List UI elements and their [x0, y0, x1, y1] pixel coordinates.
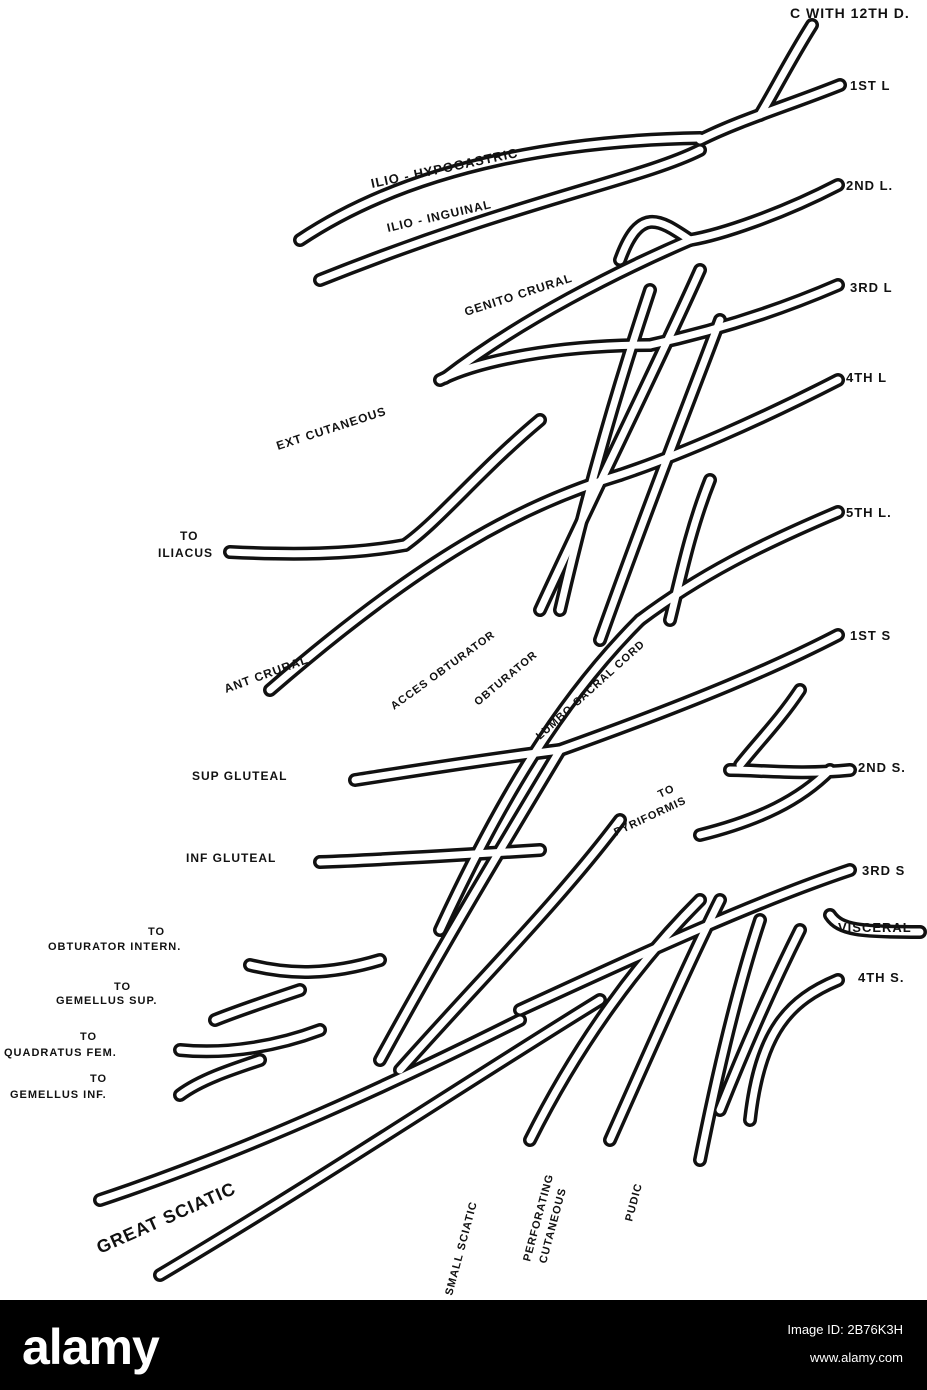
- nerve-obturator-b-inner: [666, 476, 714, 624]
- label-inf-gluteal: INF GLUTEAL: [186, 851, 276, 865]
- label-to-quadratus-1: TO: [80, 1031, 97, 1043]
- nerve-s4-inner: [746, 976, 842, 1124]
- nerve-s1-inner: [556, 631, 842, 754]
- label-ilio-hypogastric: ILIO - HYPOGASTRIC: [370, 145, 520, 191]
- nerve-s2-inner: [726, 766, 854, 776]
- nerve-inf-gluteal-inner: [316, 846, 544, 866]
- nerve-visceral-inner: [826, 911, 924, 936]
- nerve-trunk-b-inner: [396, 816, 624, 1074]
- nerve-pudic-inner: [696, 916, 764, 1164]
- nerve-l4-inner: [616, 376, 842, 479]
- nerve-great-sciatic-a-inner: [96, 1016, 524, 1204]
- nerve-trunk-a-inner: [376, 746, 564, 1064]
- watermark-footer: alamy Image ID: 2B76K3H www.alamy.com: [0, 1300, 927, 1390]
- nerve-c-12th-d-inner: [756, 21, 816, 119]
- nerve-pyriformis-inner: [696, 766, 834, 839]
- label-to-gemellus-inf-2: GEMELLUS INF.: [10, 1089, 107, 1101]
- watermark-image-id: Image ID: 2B76K3H: [787, 1322, 903, 1337]
- label-to-gemellus-inf-1: TO: [90, 1073, 107, 1085]
- label-c-with-12th-d: C WITH 12TH D.: [790, 5, 910, 21]
- nerve-s1-branch-inner: [736, 686, 804, 769]
- label-to-gemellus-sup-2: GEMELLUS SUP.: [56, 995, 157, 1007]
- watermark-logo: alamy: [22, 1319, 160, 1375]
- label-4th-l: 4TH L: [846, 370, 887, 385]
- nerve-great-sciatic-b-inner: [156, 996, 604, 1279]
- nerve-ilio-hypogastric-inner: [296, 134, 704, 244]
- label-to-gemellus-sup-1: TO: [114, 981, 131, 993]
- nerve-to-quadratus-inner: [176, 1026, 324, 1055]
- nerve-l1-inner: [696, 81, 844, 144]
- label-1st-s: 1ST S: [850, 628, 891, 643]
- label-to-iliacus-1: TO: [180, 529, 198, 543]
- label-pudic: PUDIC: [623, 1182, 645, 1223]
- nerve-l3-inner: [646, 281, 842, 349]
- nerve-small-sciatic-inner: [526, 896, 704, 1144]
- watermark-url: www.alamy.com: [810, 1350, 903, 1365]
- nerve-plexus-diagram: C WITH 12TH D. 1ST L 2ND L. 3RD L 4TH L …: [4, 5, 927, 1297]
- nerve-genito-crural-inner: [441, 236, 694, 382]
- label-obturator: OBTURATOR: [472, 649, 540, 709]
- label-to-obturator-2: OBTURATOR INTERN.: [48, 941, 181, 953]
- label-to-pyriformis-1: TO: [656, 783, 677, 801]
- label-small-sciatic: SMALL SCIATIC: [443, 1200, 480, 1297]
- nerve-pyriformis: [693, 763, 837, 842]
- nerve-l2-inner: [686, 181, 842, 244]
- label-2nd-s: 2ND S.: [858, 760, 906, 775]
- nerve-great-sciatic-a: [93, 1013, 527, 1207]
- nerve-ant-crural-inner: [266, 471, 624, 694]
- label-2nd-l: 2ND L.: [846, 178, 893, 193]
- nerve-ilio-inguinal-inner: [316, 146, 704, 284]
- nerve-acces-obturator-a-inner: [536, 266, 704, 614]
- nerve-l2-join-inner: [616, 218, 694, 264]
- nerve-perforating-inner: [606, 896, 724, 1144]
- nerve-ext-cutaneous-inner: [436, 341, 654, 384]
- label-sup-gluteal: SUP GLUTEAL: [192, 769, 287, 783]
- nerve-sup-gluteal-inner: [351, 746, 564, 784]
- nerve-obturator-a-inner: [596, 316, 724, 644]
- label-3rd-s: 3RD S: [862, 863, 905, 878]
- label-visceral: VISCERAL: [838, 920, 912, 935]
- nerve-to-gemellus-sup-inner: [211, 986, 304, 1024]
- label-4th-s: 4TH S.: [858, 970, 904, 985]
- label-to-iliacus-2: ILIACUS: [158, 546, 213, 560]
- nerve-to-iliacus-inner: [226, 541, 409, 558]
- label-1st-l: 1ST L: [850, 78, 890, 93]
- label-to-obturator-1: TO: [148, 926, 165, 938]
- nerve-l5-inner: [636, 508, 842, 624]
- nerve-to-obturator-inner: [246, 956, 384, 976]
- label-3rd-l: 3RD L: [850, 280, 893, 295]
- nerve-s3-inner: [516, 866, 854, 1014]
- label-ext-cutaneous: EXT CUTANEOUS: [275, 404, 389, 453]
- nerve-iliac-join-inner: [401, 416, 544, 549]
- nerve-pudic-b-inner: [716, 926, 804, 1114]
- label-to-quadratus-2: QUADRATUS FEM.: [4, 1047, 117, 1059]
- nerve-to-gemellus-inf-inner: [176, 1056, 264, 1099]
- nerve-paths: [93, 18, 927, 1282]
- label-5th-l: 5TH L.: [846, 505, 892, 520]
- nerve-acces-obturator-b-inner: [556, 286, 654, 614]
